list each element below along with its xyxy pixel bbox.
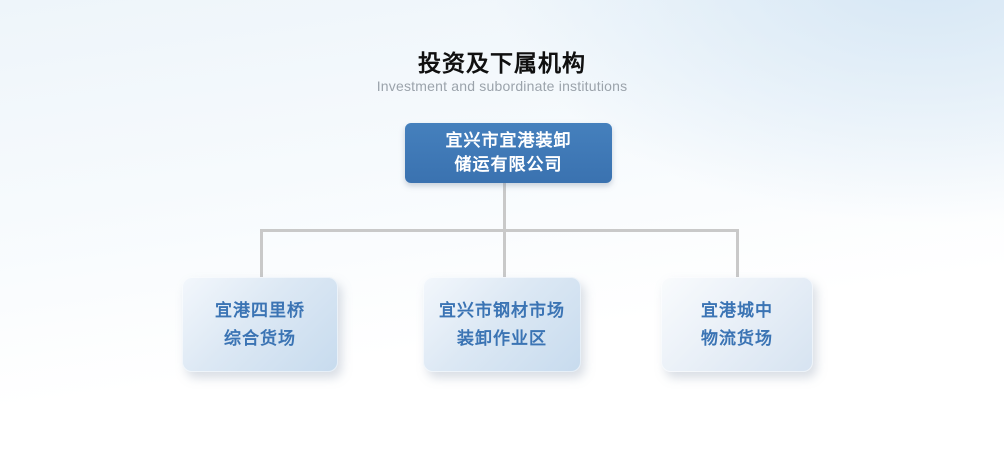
org-node-line1: 宜港城中 <box>701 300 773 320</box>
org-node-root: 宜兴市宜港装卸 储运有限公司 <box>405 123 612 183</box>
org-node-root-line1: 宜兴市宜港装卸 <box>445 131 572 150</box>
page-subtitle: Investment and subordinate institutions <box>376 78 628 94</box>
connector-vertical-right <box>736 229 739 278</box>
org-node-line1: 宜兴市钢材市场 <box>439 300 565 320</box>
connector-vertical-left <box>260 229 263 278</box>
org-node-line2: 装卸作业区 <box>457 328 547 348</box>
page-title: 投资及下属机构 <box>418 50 586 76</box>
org-node-root-line2: 储运有限公司 <box>454 155 563 174</box>
org-node-chengzhong-logistics: 宜港城中 物流货场 <box>661 277 813 372</box>
org-node-line1: 宜港四里桥 <box>215 300 305 320</box>
org-node-line2: 综合货场 <box>224 328 296 348</box>
org-node-silqiao-yard: 宜港四里桥 综合货场 <box>182 277 338 372</box>
org-node-steel-market-zone: 宜兴市钢材市场 装卸作业区 <box>423 277 581 372</box>
org-node-line2: 物流货场 <box>701 328 773 348</box>
connector-horizontal <box>260 229 739 232</box>
